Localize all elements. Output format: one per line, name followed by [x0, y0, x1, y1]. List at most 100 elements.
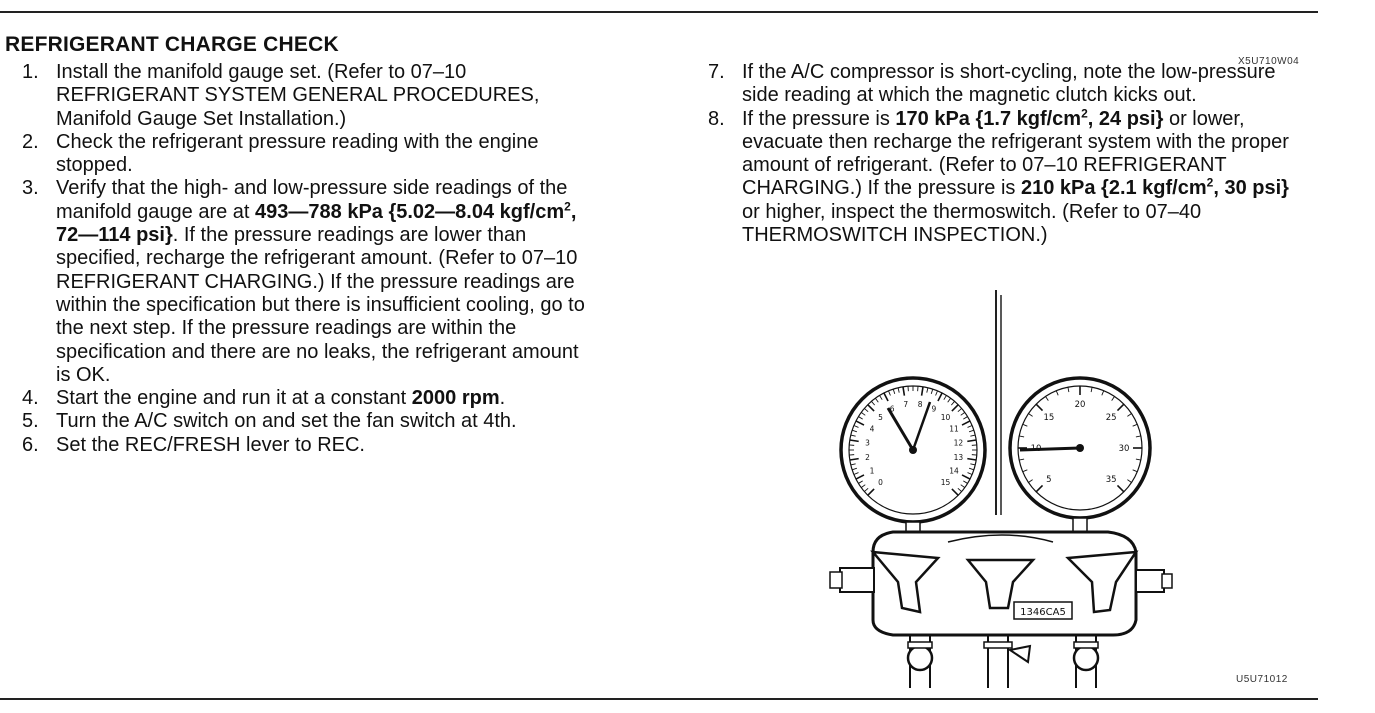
- specification-value: 170 kPa {1.7 kgf/cm: [895, 107, 1082, 130]
- minor-tick: [860, 484, 866, 488]
- minor-tick: [967, 472, 973, 475]
- procedure-step: 5.Turn the A/C switch on and set the fan…: [22, 410, 592, 433]
- minor-tick: [850, 463, 856, 466]
- minor-tick: [1111, 396, 1115, 401]
- minor-tick: [935, 390, 938, 396]
- minor-tick: [943, 395, 947, 400]
- specification-value: , 72—114 psi}: [56, 200, 577, 247]
- superscript: 2: [564, 199, 571, 214]
- major-tick: [951, 404, 959, 412]
- figure-code: U5U71012: [1236, 674, 1288, 685]
- part-tag: [1013, 601, 1073, 620]
- gauge-tick-label: 12: [954, 438, 964, 447]
- minor-tick: [1055, 390, 1059, 396]
- minor-tick: [871, 401, 876, 406]
- gauge-tick-label: 15: [941, 478, 951, 487]
- major-tick: [855, 420, 865, 426]
- gauge-tick-label: 2: [865, 453, 870, 462]
- superscript: 2: [1081, 105, 1088, 120]
- minor-tick: [926, 387, 929, 393]
- major-tick: [855, 474, 865, 480]
- procedure-steps-left: 1. Install the manifold gauge set. (Refer…: [22, 61, 592, 457]
- gauge-tick-label: 13: [954, 453, 964, 462]
- minor-tick: [947, 397, 951, 403]
- specification-value: 493—788 kPa {5.02—8.04 kgf/cm: [255, 200, 565, 223]
- step-text: Install the manifold gauge set. (Refer t…: [56, 61, 540, 130]
- step-text: If the pressure is: [742, 107, 896, 130]
- high-gauge-needle: [1019, 446, 1081, 452]
- minor-tick: [1028, 413, 1033, 417]
- step-text: . If the pressure readings are lower tha…: [56, 224, 585, 386]
- specification-value: 2: [564, 199, 571, 213]
- minor-tick: [960, 412, 966, 416]
- minor-tick: [860, 412, 866, 416]
- minor-tick: [897, 387, 900, 393]
- minor-tick: [968, 429, 975, 433]
- major-tick: [849, 439, 859, 443]
- minor-tick: [1132, 423, 1138, 427]
- minor-tick: [960, 484, 966, 488]
- minor-tick: [1135, 435, 1141, 438]
- gauge-tick-label: 35: [1106, 475, 1117, 485]
- gauge-tick-label: 7: [903, 400, 908, 409]
- minor-tick: [1101, 390, 1105, 396]
- gauge-tick-label: 9: [931, 405, 936, 414]
- step-number: 6.: [22, 433, 39, 456]
- minor-tick: [1022, 469, 1028, 473]
- gauge-tick-label: 11: [949, 425, 959, 434]
- page-title: REFRIGERANT CHARGE CHECK: [5, 33, 339, 56]
- major-tick: [883, 392, 889, 402]
- gauge-tick-label: 14: [949, 467, 959, 476]
- part-tag-label: 1346CA5: [1020, 607, 1066, 618]
- minor-tick: [851, 467, 858, 471]
- major-tick: [849, 457, 859, 461]
- major-tick: [961, 474, 971, 480]
- minor-tick: [888, 390, 891, 396]
- gauge-tick-label: 5: [1046, 475, 1051, 485]
- major-tick: [1116, 484, 1125, 493]
- minor-tick: [963, 416, 968, 420]
- minor-tick: [858, 480, 863, 484]
- minor-tick: [853, 425, 859, 428]
- step-number: 2.: [22, 130, 39, 153]
- procedure-step: 7.If the A/C compressor is short-cycling…: [708, 61, 1308, 108]
- specification-value: 210 kPa {2.1 kgf/cm: [1020, 177, 1207, 200]
- major-tick: [937, 392, 943, 402]
- low-gauge-tick-marks: [849, 386, 977, 496]
- hose-ports: [906, 635, 1100, 688]
- step-number: 4.: [22, 387, 39, 410]
- minor-tick: [879, 395, 883, 400]
- top-rule: [0, 11, 1318, 13]
- major-tick: [1035, 403, 1044, 412]
- minor-tick: [950, 401, 955, 406]
- step-number: 7.: [708, 61, 725, 83]
- step-number: 1.: [22, 61, 39, 83]
- minor-tick: [963, 480, 968, 484]
- procedure-step: 2.Check the refrigerant pressure reading…: [22, 131, 592, 178]
- minor-tick: [967, 425, 973, 428]
- gauge-tick-label: 20: [1075, 400, 1086, 410]
- low-gauge-needle: [886, 407, 915, 451]
- minor-tick: [1090, 387, 1093, 393]
- gauge-tick-label: 25: [1106, 413, 1117, 423]
- minor-tick: [850, 434, 856, 437]
- minor-tick: [1132, 469, 1138, 473]
- minor-tick: [1022, 423, 1028, 427]
- procedure-step: 6.Set the REC/FRESH lever to REC.: [22, 434, 592, 457]
- right-side-fitting: [1135, 569, 1165, 593]
- gauge-tick-label: 8: [918, 400, 923, 409]
- minor-tick: [1028, 479, 1033, 483]
- major-tick: [951, 488, 959, 496]
- gauge-tick-label: 3: [865, 438, 870, 447]
- minor-tick: [1127, 413, 1132, 417]
- specification-value: , 24 psi}: [1087, 107, 1164, 130]
- minor-tick: [1127, 479, 1132, 483]
- major-tick: [867, 488, 875, 496]
- step-text: Verify that the high- and low-pressure s…: [56, 177, 568, 223]
- major-tick: [867, 404, 875, 412]
- major-tick: [967, 439, 977, 443]
- minor-tick: [864, 487, 869, 492]
- minor-tick: [957, 408, 962, 413]
- minor-tick: [970, 463, 976, 466]
